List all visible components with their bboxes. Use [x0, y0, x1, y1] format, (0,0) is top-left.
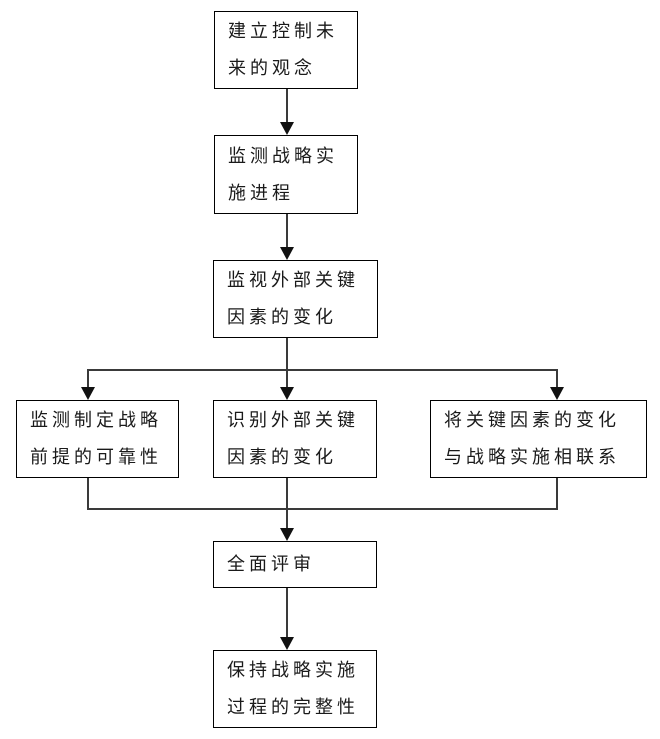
box-text-line: 监视外部关键	[227, 270, 359, 291]
box-text-line: 保持战略实施	[227, 660, 359, 681]
arrowhead-watch	[280, 247, 294, 260]
box-text-line: 监测制定战略	[30, 410, 162, 431]
flow-box-maintain-integrity: 保持战略实施 过程的完整性	[213, 650, 377, 728]
box-text-line: 监测战略实	[228, 145, 338, 167]
box-text-line: 前提的可靠性	[30, 447, 162, 468]
box-text-line: 过程的完整性	[227, 697, 359, 718]
arrowhead-premise	[81, 387, 95, 400]
box-text-line: 将关键因素的变化	[444, 410, 620, 431]
flow-box-monitor-implementation: 监测战略实 施进程	[214, 135, 358, 214]
flow-box-link-changes-to-implementation: 将关键因素的变化 与战略实施相联系	[430, 400, 647, 478]
box-text-line: 因素的变化	[227, 307, 337, 328]
box-text-line: 识别外部关键	[227, 410, 359, 431]
arrowhead-link	[550, 387, 564, 400]
box-text-line: 因素的变化	[227, 447, 337, 468]
box-text-line: 来的观念	[228, 58, 316, 79]
arrowhead-maintain	[280, 637, 294, 650]
arrowhead-monitor	[280, 122, 294, 135]
flow-box-establish-concept: 建立控制未 来的观念	[214, 11, 358, 89]
box-text-line: 全面评审	[227, 554, 315, 575]
flow-box-comprehensive-review: 全面评审	[213, 541, 377, 588]
box-text-line: 建立控制未	[228, 21, 338, 42]
box-text-line: 与战略实施相联系	[444, 447, 620, 468]
flow-box-monitor-premise-reliability: 监测制定战略 前提的可靠性	[16, 400, 179, 478]
box-text-line: 施进程	[228, 182, 294, 204]
flow-box-watch-external-factors: 监视外部关键 因素的变化	[213, 260, 378, 338]
flow-box-identify-external-changes: 识别外部关键 因素的变化	[213, 400, 377, 478]
arrowhead-review	[280, 528, 294, 541]
arrowhead-identify	[280, 387, 294, 400]
